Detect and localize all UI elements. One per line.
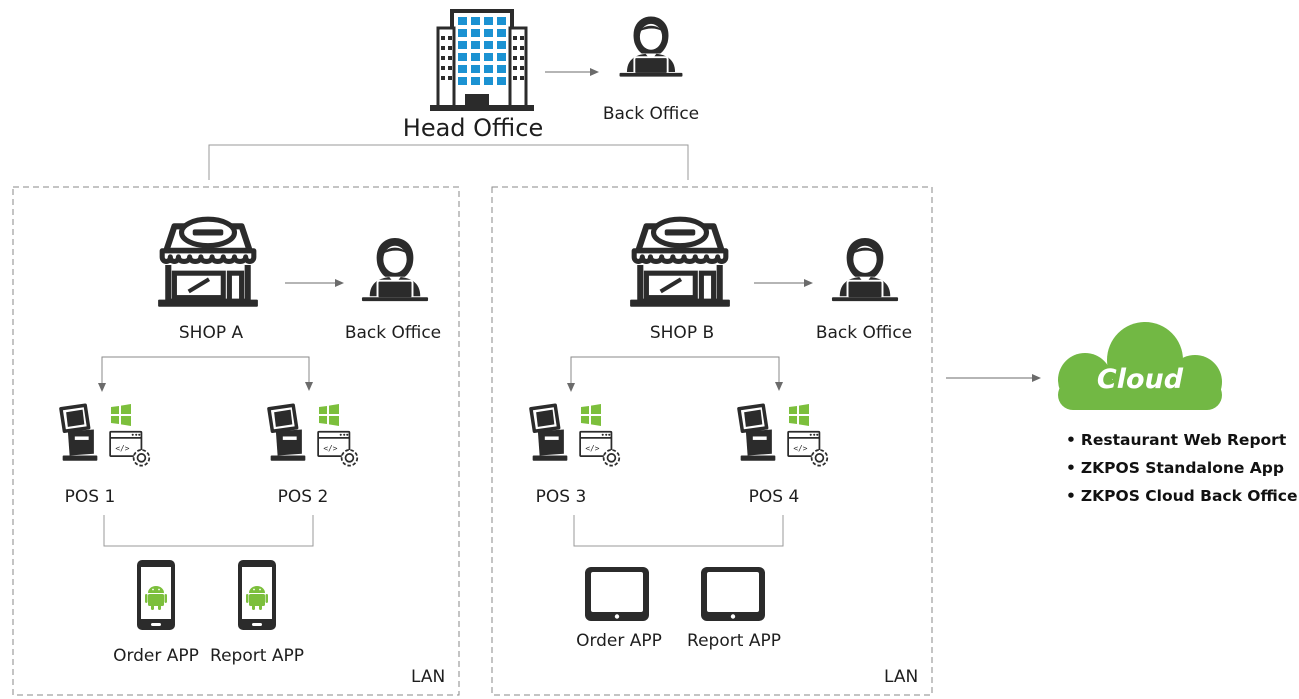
cloud-feature: ZKPOS Cloud Back Office bbox=[1066, 482, 1298, 510]
windows-logo-icon bbox=[789, 404, 809, 426]
software-settings-icon bbox=[317, 430, 359, 467]
cloud-label: Cloud bbox=[1096, 364, 1184, 395]
tablet-icon bbox=[701, 567, 765, 621]
windows-logo-icon bbox=[111, 404, 131, 426]
cloud-icon bbox=[1058, 322, 1222, 410]
pos-label: POS 4 bbox=[748, 487, 800, 507]
android-phone-icon bbox=[137, 560, 175, 630]
pos-to-apps-connector bbox=[103, 515, 314, 547]
pos-terminal-icon bbox=[267, 403, 308, 463]
pos-label: POS 3 bbox=[535, 487, 587, 507]
office-building-icon bbox=[430, 9, 534, 111]
lan-zone-b bbox=[491, 186, 933, 696]
app-label: Order APP bbox=[113, 646, 199, 666]
software-settings-icon bbox=[109, 430, 151, 467]
network-label: LAN bbox=[411, 667, 446, 687]
windows-logo-icon bbox=[581, 404, 601, 426]
storefront-icon bbox=[158, 219, 258, 307]
back-office-label: Back Office bbox=[815, 323, 913, 343]
person-laptop-icon bbox=[618, 15, 684, 78]
tablet-icon bbox=[585, 567, 649, 621]
lan-zone-a bbox=[12, 186, 460, 696]
shop-label: SHOP B bbox=[649, 323, 715, 343]
storefront-icon bbox=[630, 219, 730, 307]
person-laptop-icon bbox=[830, 236, 900, 303]
software-settings-icon bbox=[787, 430, 829, 467]
pos-to-apps-connector bbox=[573, 515, 784, 547]
android-phone-icon bbox=[238, 560, 276, 630]
cloud-feature: ZKPOS Standalone App bbox=[1066, 454, 1297, 482]
pos-terminal-icon bbox=[737, 403, 778, 463]
app-label: Order APP bbox=[576, 631, 662, 651]
head-office-connector bbox=[208, 144, 689, 180]
head-office-label: Head Office bbox=[402, 114, 544, 142]
shop-to-pos-connector bbox=[101, 356, 313, 391]
person-laptop-icon bbox=[360, 236, 430, 303]
app-label: Report APP bbox=[210, 646, 304, 666]
pos-label: POS 2 bbox=[277, 487, 329, 507]
cloud-feature-list: Restaurant Web Report ZKPOS Standalone A… bbox=[1066, 426, 1298, 510]
pos-terminal-icon bbox=[529, 403, 570, 463]
shop-to-pos-connector bbox=[570, 356, 783, 391]
network-label: LAN bbox=[884, 667, 919, 687]
shop-label: SHOP A bbox=[178, 323, 244, 343]
pos-label: POS 1 bbox=[64, 487, 116, 507]
software-settings-icon bbox=[579, 430, 621, 467]
head-back-office-label: Back Office bbox=[602, 104, 700, 124]
windows-logo-icon bbox=[319, 404, 339, 426]
cloud-feature: Restaurant Web Report bbox=[1066, 426, 1297, 454]
pos-terminal-icon bbox=[59, 403, 100, 463]
back-office-label: Back Office bbox=[344, 323, 442, 343]
app-label: Report APP bbox=[687, 631, 781, 651]
